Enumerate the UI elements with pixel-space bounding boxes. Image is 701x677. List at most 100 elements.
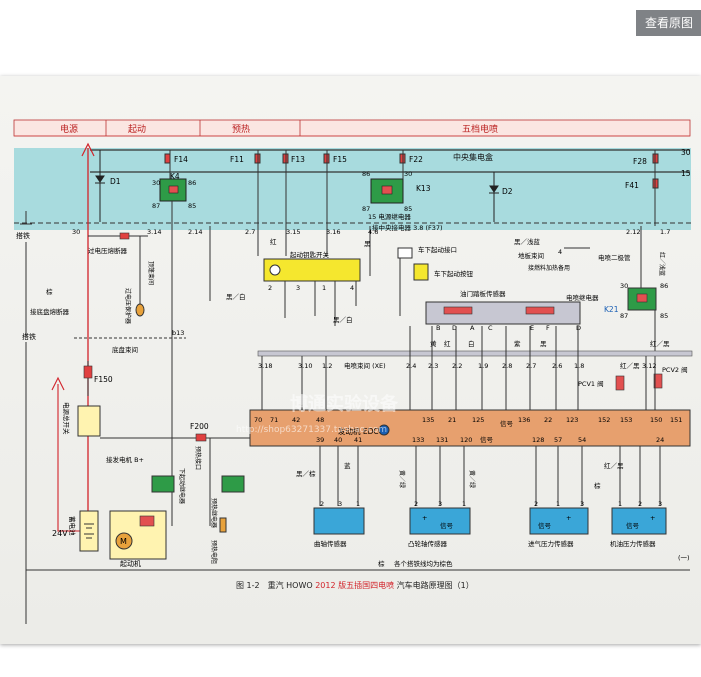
roof-harness: 顶篷束间 [147, 261, 155, 285]
schematic-page: 电源 起动 预热 五档电喷 中央集电盒 30 15 F14 F11 F13 F1… [0, 76, 701, 644]
pcv2-label: PCV2 阀 [662, 365, 688, 374]
svg-text:2.7: 2.7 [245, 228, 255, 236]
svg-text:紫: 紫 [514, 340, 521, 348]
ecu-ic-icon [378, 424, 390, 436]
fuse-box-title: 中央集电盒 [453, 152, 493, 162]
page-number: (一) [678, 554, 690, 562]
preheat-relay [221, 475, 245, 493]
svg-text:蓝: 蓝 [344, 461, 351, 470]
fuse-f15: F15 [333, 155, 347, 164]
figure-caption: 图 1-2 重汽 HOWO 2012 版五插国四电喷 汽车电路原理图（1） [236, 580, 474, 590]
svg-text:86: 86 [362, 170, 370, 178]
overvoltage-fuse: 过电压熔断器 [88, 246, 128, 255]
under-start-port [397, 247, 413, 259]
svg-text:153: 153 [620, 416, 632, 424]
svg-text:2: 2 [638, 500, 642, 508]
svg-text:黑: 黑 [540, 340, 547, 348]
svg-text:4: 4 [350, 284, 354, 292]
svg-text:黄: 黄 [430, 339, 437, 348]
svg-text:+: + [566, 514, 571, 522]
chassis-fuse-link: 接底盘熔断器 [30, 307, 70, 316]
svg-text:F: F [546, 324, 550, 332]
header-start: 起动 [128, 124, 146, 135]
svg-text:57: 57 [554, 436, 562, 444]
pcv1-valve [615, 375, 625, 391]
svg-text:3.12: 3.12 [642, 362, 656, 370]
svg-text:黄／绿: 黄／绿 [398, 470, 406, 488]
svg-text:1.7: 1.7 [660, 228, 670, 236]
edc-diode: 电喷二极管 [598, 253, 631, 262]
wiring-diagram: 电源 起动 预热 五档电喷 中央集电盒 30 15 F14 F11 F13 F1… [13, 119, 693, 624]
svg-text:86: 86 [660, 282, 668, 290]
fuse-f13: F13 [291, 155, 305, 164]
battery [79, 510, 99, 552]
svg-text:1.9: 1.9 [478, 362, 488, 370]
svg-text:棕: 棕 [594, 481, 601, 490]
svg-text:3.14: 3.14 [147, 228, 161, 236]
svg-text:黑／棕: 黑／棕 [296, 469, 316, 478]
svg-text:87: 87 [362, 205, 370, 213]
svg-text:红／黑: 红／黑 [620, 361, 640, 370]
fuse-f14: F14 [174, 155, 188, 164]
svg-text:2.8: 2.8 [502, 362, 512, 370]
svg-text:信号: 信号 [440, 521, 454, 530]
svg-text:+: + [650, 514, 655, 522]
relay-k4-label: K4 [170, 172, 180, 181]
svg-text:87: 87 [620, 312, 628, 320]
svg-text:2.4: 2.4 [406, 362, 416, 370]
svg-text:3: 3 [658, 500, 662, 508]
svg-text:1.8: 1.8 [574, 362, 584, 370]
svg-text:24: 24 [656, 436, 664, 444]
svg-text:M: M [120, 537, 127, 546]
svg-text:D: D [576, 324, 581, 332]
pcv2-valve [653, 373, 663, 389]
svg-text:30: 30 [152, 179, 160, 187]
svg-text:22: 22 [544, 416, 552, 424]
svg-text:150: 150 [650, 416, 662, 424]
ecu-label: 发动机 EDC [338, 426, 379, 436]
cam-sensor [409, 507, 471, 535]
preheat-relay-label: 预热继电器 [210, 498, 218, 528]
ground-label-2: 搭铁 [22, 332, 36, 341]
svg-text:71: 71 [270, 416, 278, 424]
battery-voltage: 24V [52, 529, 68, 538]
svg-text:85: 85 [660, 312, 668, 320]
svg-text:3: 3 [580, 500, 584, 508]
svg-text:2: 2 [534, 500, 538, 508]
under-start-wire-color: 黑／白 [333, 315, 353, 324]
crank-sensor-label: 曲轴传感器 [314, 539, 347, 548]
svg-text:152: 152 [598, 416, 610, 424]
cam-sensor-label: 凸轮轴传感器 [408, 539, 448, 548]
svg-text:信号: 信号 [500, 419, 514, 428]
svg-text:2.14: 2.14 [188, 228, 202, 236]
edc-harness-bar [257, 350, 693, 357]
svg-text:2: 2 [414, 500, 418, 508]
svg-text:85: 85 [404, 205, 412, 213]
svg-text:E: E [530, 324, 534, 332]
svg-text:21: 21 [448, 416, 456, 424]
svg-text:红／黑: 红／黑 [604, 461, 624, 470]
master-switch [77, 405, 101, 437]
intake-sensor-label: 进气压力传感器 [528, 539, 574, 548]
crank-sensor [313, 507, 365, 535]
generator-b: 接发电机 B+ [106, 455, 144, 464]
view-original-button[interactable]: 查看原图 [636, 10, 701, 36]
svg-text:信号: 信号 [626, 521, 640, 530]
top-wire-brown: 棕 [46, 287, 53, 296]
svg-text:41: 41 [354, 436, 362, 444]
svg-text:133: 133 [412, 436, 424, 444]
svg-text:信号: 信号 [480, 435, 494, 444]
svg-text:87: 87 [152, 202, 160, 210]
svg-text:3.15: 3.15 [286, 228, 300, 236]
svg-text:B: B [436, 324, 440, 332]
svg-text:信号: 信号 [538, 521, 552, 530]
svg-text:4.6: 4.6 [368, 228, 378, 236]
throttle-sensor-title: 油门踏板传感器 [460, 289, 506, 298]
svg-text:3: 3 [296, 284, 300, 292]
svg-text:D: D [452, 324, 457, 332]
svg-text:40: 40 [334, 436, 342, 444]
svg-text:39: 39 [316, 436, 324, 444]
svg-text:C: C [488, 324, 493, 332]
svg-text:1: 1 [462, 500, 466, 508]
svg-text:2.2: 2.2 [452, 362, 462, 370]
